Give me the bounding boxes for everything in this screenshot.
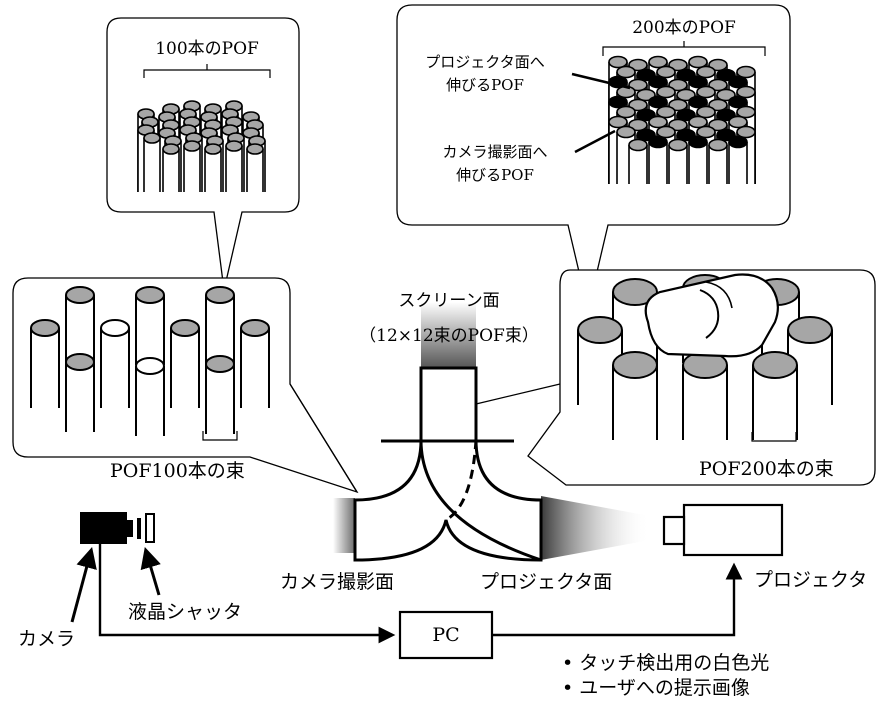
camera-face-pof-label-1: カメラ撮影面へ [442, 143, 547, 161]
camera-to-pc-line [98, 544, 396, 644]
projector-face-pof-label-1: プロジェクタ面へ [425, 53, 544, 71]
camera-face-label: カメラ撮影面 [280, 571, 394, 593]
fiber-cylinder [135, 357, 165, 436]
pof-fiber [246, 143, 264, 192]
projector-label: プロジェクタ [754, 569, 867, 591]
y-bundle-body [353, 366, 543, 562]
pof-fiber [204, 143, 222, 192]
pof-fiber [648, 135, 668, 184]
pof-fiber [162, 143, 180, 192]
fiber-cylinder [65, 353, 95, 432]
camera-light-gradient [333, 498, 355, 553]
camera-face-pof-label-2: 伸びるPOF [456, 166, 534, 184]
pof-fiber [183, 140, 201, 192]
screen-light-glow [421, 302, 476, 368]
projector-light-beam [541, 496, 650, 560]
camera-pointer-arrow [70, 546, 97, 623]
panel-pof100-bundle: POF100本の束 [12, 277, 359, 494]
camera-device: カメラ 液晶シャッタ [18, 512, 242, 650]
pc-label: PC [432, 624, 459, 646]
shutter-pointer-arrow [140, 546, 161, 596]
camera-pof-pointer [574, 129, 616, 154]
fiber-cylinder [100, 319, 130, 408]
pof-fiber [628, 138, 648, 184]
fiber-cylinder [135, 286, 165, 365]
pof-fiber [728, 135, 748, 184]
bullet-user-image: • ユーザへの提示画像 [562, 677, 750, 699]
fiber-cylinder [205, 355, 235, 434]
finger-icon [644, 273, 779, 358]
pc-to-projector-line [492, 562, 743, 637]
y-shaped-pof-bundle: スクリーン面 （12×12束のPOF束） カメラ撮影面 プロジェクタ面 [280, 291, 650, 593]
fiber-cylinder [240, 319, 270, 408]
fiber-cylinder [30, 319, 60, 408]
y-bundle-inner-curve [419, 439, 542, 562]
bullet-white-light: • タッチ検出用の白色光 [562, 652, 769, 674]
pof100-label: 100本のPOF [155, 39, 259, 59]
pof100-bundle-cylinders [30, 286, 270, 436]
lcd-shutter-label: 液晶シャッタ [128, 601, 242, 623]
pof-fiber [668, 138, 688, 184]
screen-face-label: スクリーン面 [398, 291, 499, 311]
pointer-right-panel [475, 383, 561, 405]
fiber-cylinder [170, 319, 200, 408]
pof-fiber [688, 135, 708, 184]
pof200-label: 200本のPOF [632, 18, 736, 38]
pof200-fiber-cluster [608, 55, 756, 184]
pc-connection: PC • タッチ検出用の白色光 • ユーザへの提示画像 [98, 544, 769, 699]
camera-icon [80, 512, 127, 544]
bundle100-label: POF100本の束 [110, 460, 245, 482]
callout-pof200: 200本のPOF プロジェクタ面へ 伸びるPOF カメラ撮影面へ 伸びるPOF [396, 4, 791, 311]
pointer-left-panel [289, 383, 358, 493]
panel-pof200-bundle: POF200本の束 [527, 269, 876, 486]
projector-face-pof-label-2: 伸びるPOF [446, 76, 524, 94]
fiber-cylinder [682, 351, 728, 440]
lcd-shutter-icon [137, 518, 141, 539]
pof100-fiber-cluster [137, 100, 266, 192]
pof-fiber [225, 140, 243, 192]
projector-device: プロジェクタ [662, 503, 867, 591]
y-bundle-hidden-curve [445, 439, 478, 522]
fiber-cylinder [752, 351, 798, 440]
callout-pof100: 100本のPOF [106, 17, 300, 291]
projector-face-label: プロジェクタ面 [480, 571, 612, 593]
pc-box [398, 610, 494, 660]
fiber-cylinder [612, 351, 658, 440]
bundle200-label: POF200本の束 [699, 458, 834, 480]
camera-label: カメラ [18, 628, 75, 650]
fiber-cylinder [205, 286, 235, 365]
pof-fiber [143, 132, 161, 192]
screen-bundle-label: （12×12束のPOF束） [359, 326, 539, 346]
projector-icon [682, 503, 784, 557]
pof-fiber [708, 138, 728, 184]
projector-pof-pointer [571, 72, 631, 90]
